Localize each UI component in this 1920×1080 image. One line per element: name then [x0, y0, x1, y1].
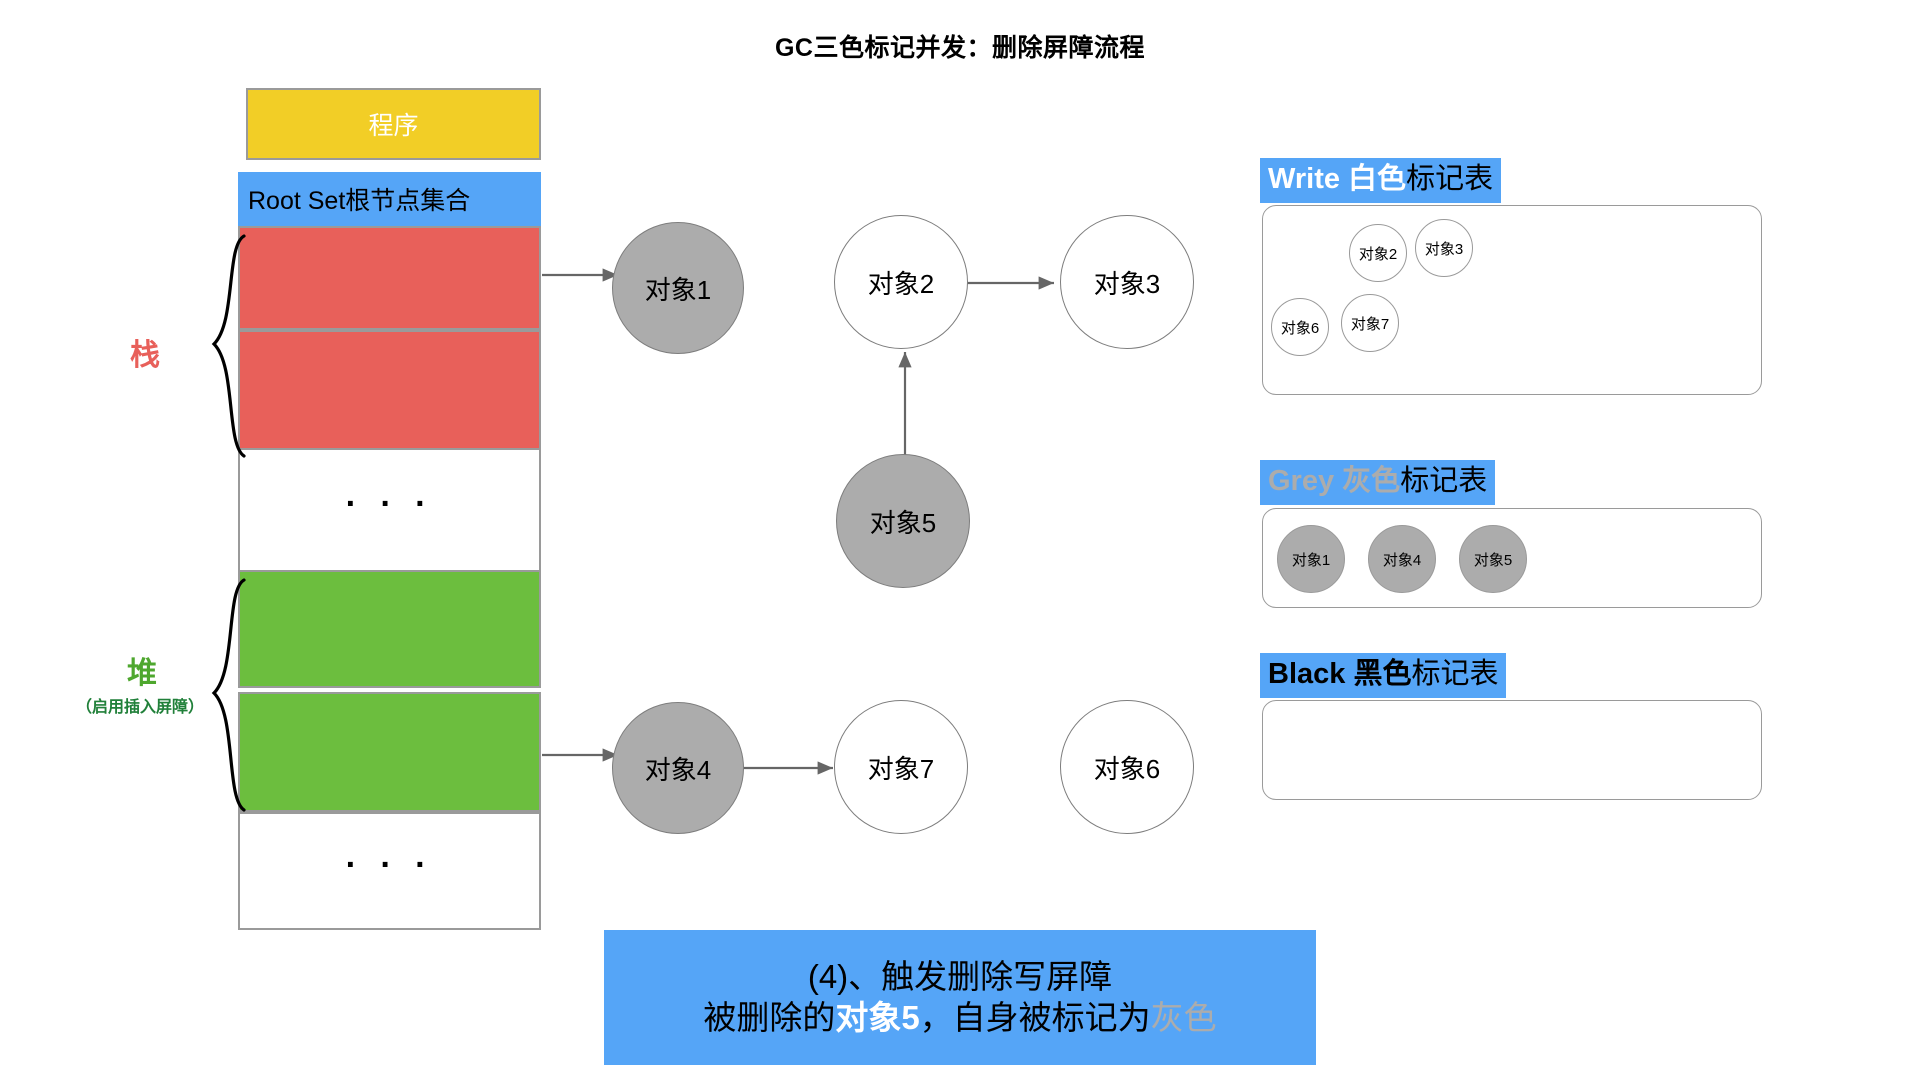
object-node-6[interactable]: 对象6 — [1060, 700, 1194, 834]
chip-label: 对象2 — [1358, 245, 1398, 263]
heap-slot-1 — [238, 570, 541, 688]
grey-table-chip[interactable]: 对象5 — [1459, 525, 1527, 593]
object-node-4[interactable]: 对象4 — [612, 702, 744, 834]
heap-ellipsis-slot: · · · — [238, 812, 541, 930]
ellipsis-text: · · · — [345, 846, 434, 884]
white-mark-table-title: Write 白色标记表 — [1260, 158, 1502, 204]
chip-label: 对象1 — [1291, 551, 1331, 569]
chip-label: 对象7 — [1350, 315, 1390, 333]
caption-line-2: 被删除的对象5，自身被标记为灰色 — [703, 998, 1216, 1038]
caption-part-1: 被删除的 — [703, 998, 836, 1036]
heap-region-sublabel: （启用插入屏障） — [75, 699, 204, 716]
page-title: GC三色标记并发：删除屏障流程 — [774, 34, 1145, 62]
white-table-chip[interactable]: 对象3 — [1415, 219, 1473, 277]
object-node-label: 对象7 — [867, 753, 935, 784]
grey-table-chip[interactable]: 对象4 — [1368, 525, 1436, 593]
object-node-5[interactable]: 对象5 — [836, 454, 970, 588]
edge-object4-to-object7 — [742, 761, 833, 775]
heap-brace-icon — [211, 578, 246, 812]
grey-mark-table-title: Grey 灰色标记表 — [1260, 460, 1496, 506]
black-table-title-en: Black — [1268, 658, 1346, 690]
edge-heap-to-object4 — [542, 748, 618, 762]
object-node-label: 对象3 — [1093, 268, 1161, 299]
white-table-chip[interactable]: 对象7 — [1341, 294, 1399, 352]
black-table-title-rest: 标记表 — [1411, 658, 1499, 690]
edge-rootset-to-object1 — [542, 268, 618, 282]
object-node-3[interactable]: 对象3 — [1060, 215, 1194, 349]
object-node-label: 对象5 — [869, 507, 937, 538]
grey-mark-table-box: 对象1 对象4 对象5 — [1262, 508, 1762, 608]
grey-table-title-color: 灰色 — [1342, 465, 1401, 497]
ellipsis-text: · · · — [345, 485, 434, 523]
white-table-title-rest: 标记表 — [1406, 163, 1494, 195]
stack-slot-1 — [238, 226, 541, 330]
heap-slot-2 — [238, 692, 541, 812]
grey-table-title-en: Grey — [1268, 465, 1335, 497]
stack-ellipsis-slot: · · · — [238, 450, 541, 570]
object-node-7[interactable]: 对象7 — [834, 700, 968, 834]
chip-label: 对象4 — [1382, 551, 1422, 569]
black-table-title-color: 黑色 — [1353, 658, 1412, 690]
object-node-1[interactable]: 对象1 — [612, 222, 744, 354]
white-table-chip[interactable]: 对象2 — [1349, 224, 1407, 282]
program-block: 程序 — [246, 88, 541, 160]
grey-table-chip[interactable]: 对象1 — [1277, 525, 1345, 593]
edge-object5-to-object2 — [898, 352, 912, 458]
chip-label: 对象5 — [1473, 551, 1513, 569]
caption-box: (4)、触发删除写屏障 被删除的对象5，自身被标记为灰色 — [604, 930, 1316, 1065]
object-node-2[interactable]: 对象2 — [834, 215, 968, 349]
stack-region-label: 栈 — [130, 339, 160, 372]
black-mark-table-title: Black 黑色标记表 — [1260, 653, 1507, 699]
grey-table-title-rest: 标记表 — [1400, 465, 1488, 497]
caption-grey-word: 灰色 — [1150, 998, 1217, 1036]
heap-region-label: 堆 — [127, 657, 157, 690]
white-mark-table-box: 对象2 对象3 对象6 对象7 — [1262, 205, 1762, 395]
white-table-title-color: 白色 — [1348, 163, 1407, 195]
object-node-label: 对象4 — [644, 754, 712, 785]
white-table-title-en: Write — [1268, 163, 1340, 195]
object-node-label: 对象2 — [867, 268, 935, 299]
caption-line-1: (4)、触发删除写屏障 — [807, 958, 1113, 996]
caption-strong-object: 对象5 — [835, 998, 920, 1036]
black-mark-table-box — [1262, 700, 1762, 800]
chip-label: 对象6 — [1280, 319, 1320, 337]
white-table-chip[interactable]: 对象6 — [1271, 298, 1329, 356]
stack-slot-2 — [238, 330, 541, 450]
root-set-block: Root Set根节点集合 — [238, 172, 541, 226]
edge-object2-to-object3 — [964, 276, 1054, 290]
program-label: 程序 — [368, 112, 419, 140]
object-node-label: 对象6 — [1093, 753, 1161, 784]
caption-part-2: ，自身被标记为 — [919, 998, 1151, 1036]
chip-label: 对象3 — [1424, 240, 1464, 258]
root-set-label: Root Set根节点集合 — [248, 187, 471, 215]
object-node-label: 对象1 — [644, 274, 712, 305]
stack-brace-icon — [211, 234, 246, 458]
